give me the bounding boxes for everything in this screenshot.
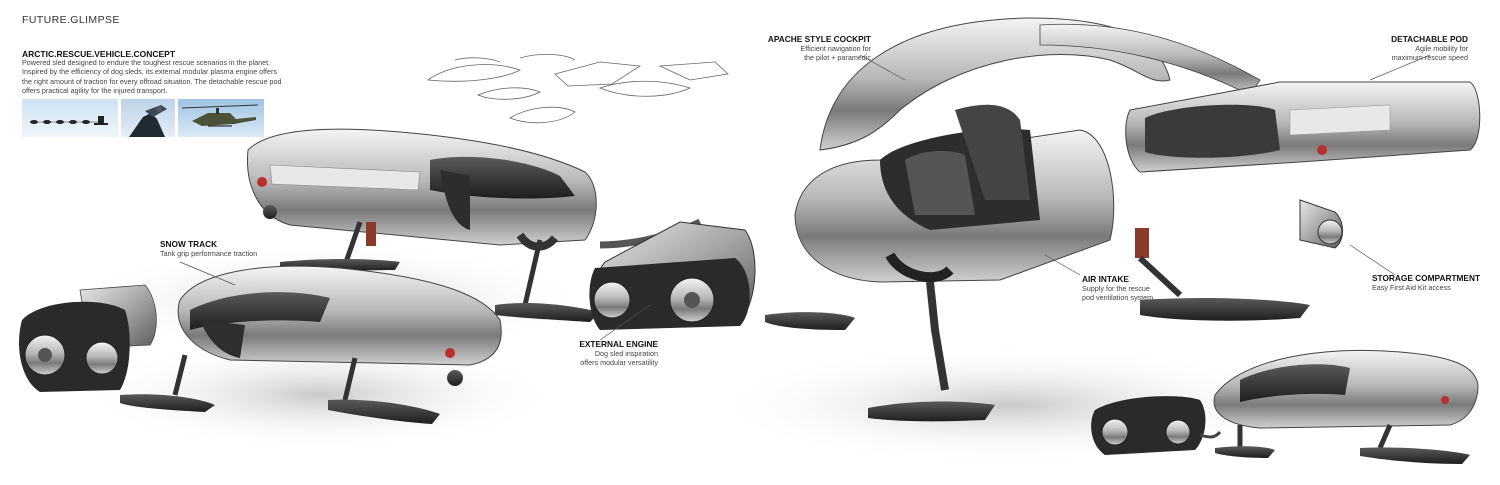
callout-air-intake-desc1: Supply for the rescue	[1082, 284, 1150, 293]
callout-external-engine-desc2: offers modular versatility	[580, 358, 658, 367]
callout-apache-cockpit: APACHE STYLE COCKPIT Efficient navigatio…	[755, 34, 871, 62]
callout-detachable-pod-desc1: Agile mobility for	[1415, 44, 1468, 53]
sled-bottom	[120, 265, 502, 424]
rescue-photo	[121, 99, 175, 137]
callout-storage-desc: Easy First Aid Kit access	[1372, 283, 1451, 292]
callout-snow-track-desc: Tank grip performance traction	[160, 249, 258, 258]
callout-apache-cockpit-desc1: Efficient navigation for	[800, 44, 871, 53]
callout-external-engine-desc1: Dog sled inspiration	[594, 349, 658, 358]
external-engine-track	[589, 221, 756, 330]
concept-description: Powered sled designed to endure the toug…	[22, 58, 282, 95]
callout-snow-track-title: SNOW TRACK	[160, 239, 218, 249]
callout-storage-compartment: STORAGE COMPARTMENT Easy First Aid Kit a…	[1372, 273, 1480, 292]
callout-detachable-pod: DETACHABLE POD Agile mobility for maximu…	[1378, 34, 1468, 62]
callout-storage-title: STORAGE COMPARTMENT	[1372, 273, 1481, 283]
callout-apache-cockpit-desc2: the pilot + paramedic	[804, 53, 871, 62]
main-vehicle	[765, 17, 1481, 422]
callout-external-engine: EXTERNAL ENGINE Dog sled inspiration off…	[570, 339, 658, 367]
brand-title: FUTURE.GLIMPSE	[22, 14, 120, 26]
snow-track-unit	[19, 284, 157, 392]
callout-external-engine-title: EXTERNAL ENGINE	[579, 339, 658, 349]
callout-air-intake-title: AIR INTAKE	[1082, 274, 1129, 284]
callout-detachable-pod-desc2: maximum rescue speed	[1391, 53, 1468, 62]
dog-sled-photo	[22, 99, 118, 137]
callout-air-intake-desc2: pod ventilation system	[1082, 293, 1154, 302]
callout-detachable-pod-title: DETACHABLE POD	[1391, 34, 1468, 44]
callout-apache-cockpit-title: APACHE STYLE COCKPIT	[767, 34, 871, 44]
apache-helicopter-photo	[178, 99, 264, 137]
callout-snow-track: SNOW TRACK Tank grip performance tractio…	[160, 239, 257, 258]
sled-top	[247, 128, 702, 322]
callout-air-intake: AIR INTAKE Supply for the rescue pod ven…	[1082, 274, 1153, 302]
concept-sketches	[426, 54, 729, 124]
callout-leaders	[179, 54, 1431, 341]
small-vehicle	[1091, 349, 1479, 464]
concept-title: ARCTIC.RESCUE.VEHICLE.CONCEPT	[22, 49, 176, 59]
